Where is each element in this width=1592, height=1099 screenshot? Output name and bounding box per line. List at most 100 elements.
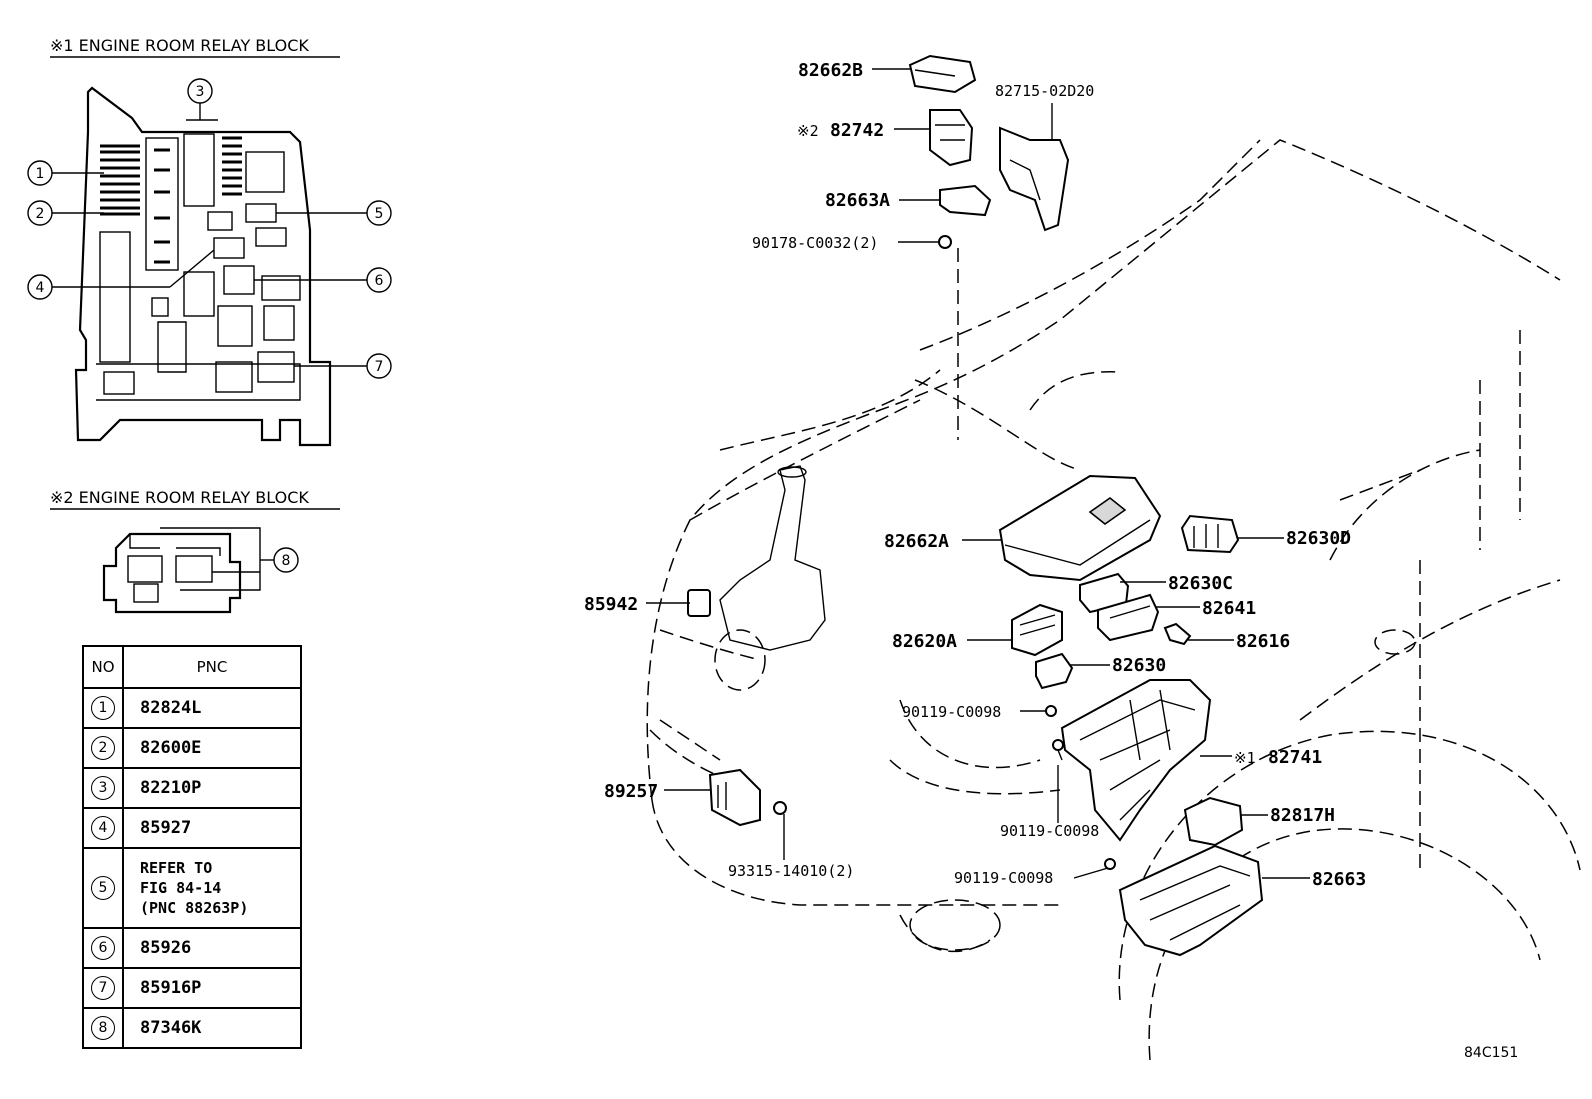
svg-text:5: 5: [375, 206, 384, 222]
callout-2: 2: [27, 200, 104, 226]
svg-text:1: 1: [36, 166, 45, 182]
row-pnc: 85927: [122, 807, 302, 849]
figure-id: 84C151: [1464, 1045, 1518, 1061]
label-82630C: 82630C: [1168, 573, 1233, 594]
block2-header: ※2 ENGINE ROOM RELAY BLOCK: [50, 488, 309, 507]
part-90119-bolt-b: [1052, 739, 1064, 761]
part-82741: [1060, 679, 1212, 842]
part-90119-bolt-a: [1045, 705, 1057, 717]
part-82663A: [939, 184, 992, 217]
callout-6: 6: [254, 267, 392, 293]
label-82663: 82663: [1312, 869, 1366, 890]
label-82662A: 82662A: [884, 531, 949, 552]
table-row: 8 87346K: [82, 1007, 302, 1049]
part-85942: [687, 589, 711, 617]
part-82662A: [998, 474, 1162, 582]
label-82630: 82630: [1112, 655, 1166, 676]
label-90119-C0098-c: 90119-C0098: [954, 869, 1053, 887]
row-number: 4: [91, 816, 115, 840]
row-number: 7: [91, 976, 115, 1000]
part-82620A: [1011, 603, 1063, 657]
callout-4: 4: [27, 249, 215, 300]
label-90119-C0098-b: 90119-C0098: [1000, 822, 1099, 840]
part-82663: [1118, 844, 1264, 957]
part-90119-bolt-c: [1104, 858, 1116, 870]
reference-line-1: REFER TO: [140, 859, 213, 877]
washer-reservoir: [714, 465, 826, 691]
svg-text:7: 7: [375, 359, 384, 375]
callout-3: 3: [187, 78, 213, 120]
relay-block-1-drawing: [74, 86, 332, 447]
row-pnc: 82824L: [122, 687, 302, 729]
table-row: 1 82824L: [82, 687, 302, 729]
svg-text:3: 3: [196, 84, 205, 100]
label-82616: 82616: [1236, 631, 1290, 652]
part-89257: [708, 768, 761, 827]
part-82817H: [1183, 796, 1244, 847]
callout-1: 1: [27, 160, 104, 186]
label-82620A: 82620A: [892, 631, 957, 652]
row-number: 3: [91, 776, 115, 800]
row-pnc: 82210P: [122, 767, 302, 809]
label-90119-C0098-a: 90119-C0098: [902, 703, 1001, 721]
svg-text:6: 6: [375, 273, 384, 289]
label-82741: 82741: [1268, 747, 1322, 768]
callout-8: 8: [160, 527, 299, 591]
part-90178-C0032: [938, 235, 952, 249]
label-82663A: 82663A: [825, 190, 890, 211]
label-82741-mark: ※1: [1234, 749, 1256, 767]
row-number: 6: [91, 936, 115, 960]
label-82817H: 82817H: [1270, 805, 1335, 826]
table-header-row: NO PNC: [82, 645, 302, 689]
part-82742: [929, 109, 974, 167]
row-number: 8: [91, 1016, 115, 1040]
pnc-table: NO PNC 1 82824L 2 82600E 3 82210P 4 8592…: [82, 645, 302, 1049]
part-82715-02D20: [999, 126, 1070, 232]
part-93315-14010: [773, 801, 787, 815]
part-labels: 82662B 82715-02D20 ※2 82742 82663A 90178…: [584, 60, 1518, 1061]
part-82630D: [1180, 514, 1240, 554]
part-82616: [1163, 622, 1192, 646]
row-pnc: 87346K: [122, 1007, 302, 1049]
part-82630: [1035, 652, 1074, 690]
row-number: 2: [91, 736, 115, 760]
relay-block-2-drawing: [102, 532, 242, 614]
part-82662B: [908, 54, 977, 94]
callout-5: 5: [276, 200, 392, 226]
table-row: 4 85927: [82, 807, 302, 849]
callout-7: 7: [294, 353, 392, 379]
label-93315-14010: 93315-14010(2): [728, 862, 854, 880]
label-82742: 82742: [830, 120, 884, 141]
table-row: 2 82600E: [82, 727, 302, 769]
table-row: 7 85916P: [82, 967, 302, 1009]
col-header-no: NO: [82, 645, 124, 689]
label-85942: 85942: [584, 594, 638, 615]
part-82641: [1097, 593, 1160, 642]
table-row: 3 82210P: [82, 767, 302, 809]
label-82662B: 82662B: [798, 60, 863, 81]
label-89257: 89257: [604, 781, 658, 802]
svg-text:8: 8: [282, 553, 291, 569]
label-82630D: 82630D: [1286, 528, 1351, 549]
reference-line-3: (PNC 88263P): [140, 899, 249, 917]
row-pnc: 85916P: [122, 967, 302, 1009]
row-pnc: 82600E: [122, 727, 302, 769]
col-header-pnc: PNC: [122, 645, 302, 689]
leader-lines: [646, 68, 1310, 879]
reference-line-2: FIG 84-14: [140, 879, 222, 897]
svg-text:4: 4: [36, 280, 45, 296]
block1-header: ※1 ENGINE ROOM RELAY BLOCK: [50, 36, 309, 55]
table-row: 6 85926: [82, 927, 302, 969]
row-number: 1: [91, 696, 115, 720]
label-90178-C0032: 90178-C0032(2): [752, 234, 878, 252]
label-82742-mark: ※2: [797, 122, 819, 140]
label-82715-02D20: 82715-02D20: [995, 82, 1094, 100]
row-number: 5: [91, 876, 115, 900]
vehicle-outline: [646, 139, 1581, 1061]
row-pnc-reference: REFER TO FIG 84-14 (PNC 88263P): [122, 847, 302, 929]
svg-text:2: 2: [36, 206, 45, 222]
label-82641: 82641: [1202, 598, 1256, 619]
table-row: 5 REFER TO FIG 84-14 (PNC 88263P): [82, 847, 302, 929]
row-pnc: 85926: [122, 927, 302, 969]
